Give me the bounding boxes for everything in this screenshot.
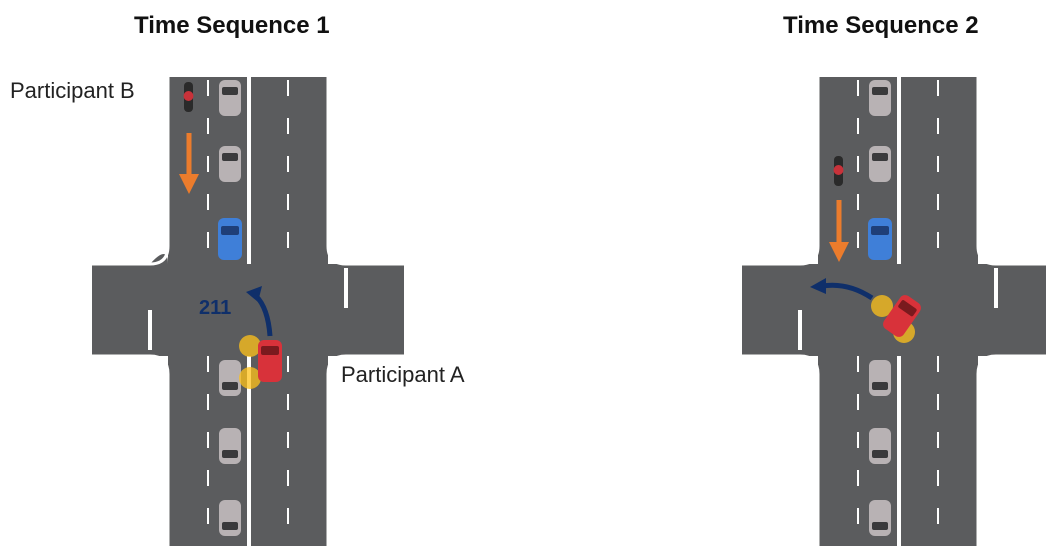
car-icon bbox=[869, 428, 891, 464]
blue-car-icon bbox=[218, 218, 242, 260]
panel-1-title: Time Sequence 1 bbox=[134, 12, 330, 39]
car-icon bbox=[869, 500, 891, 536]
signal-number: 211 bbox=[199, 297, 231, 319]
blue-car-icon bbox=[868, 218, 892, 260]
lane-dashes bbox=[857, 80, 939, 546]
turn-arrow-icon bbox=[810, 278, 874, 301]
curb-lines bbox=[92, 77, 404, 546]
stop-lines bbox=[798, 268, 998, 350]
stop-lines bbox=[148, 268, 348, 350]
participant-b-label: Participant B bbox=[10, 78, 135, 103]
lane-dashes bbox=[207, 80, 289, 546]
car-icon bbox=[219, 500, 241, 536]
car-icon bbox=[869, 80, 891, 116]
panel-2-title: Time Sequence 2 bbox=[783, 12, 979, 39]
car-icon bbox=[219, 146, 241, 182]
participant-a-label: Participant A bbox=[341, 362, 465, 387]
car-icon bbox=[219, 80, 241, 116]
curb-lines bbox=[742, 77, 1046, 546]
car-icon bbox=[869, 146, 891, 182]
motorcycle-icon bbox=[183, 82, 194, 112]
car-icon bbox=[219, 428, 241, 464]
turn-arrow-icon bbox=[246, 286, 273, 337]
parked-cars bbox=[869, 80, 891, 536]
turn-signal-glow bbox=[239, 335, 261, 389]
motorcycle-icon bbox=[833, 156, 844, 186]
red-car-icon bbox=[883, 295, 921, 337]
car-icon bbox=[869, 360, 891, 396]
parked-cars bbox=[219, 80, 241, 536]
down-arrow-icon bbox=[829, 200, 849, 262]
intersection-scene-2 bbox=[742, 77, 1046, 546]
car-icon bbox=[219, 360, 241, 396]
down-arrow-icon bbox=[179, 133, 199, 194]
red-car-icon bbox=[258, 340, 282, 382]
intersection-scene-1: 211 bbox=[92, 77, 404, 546]
